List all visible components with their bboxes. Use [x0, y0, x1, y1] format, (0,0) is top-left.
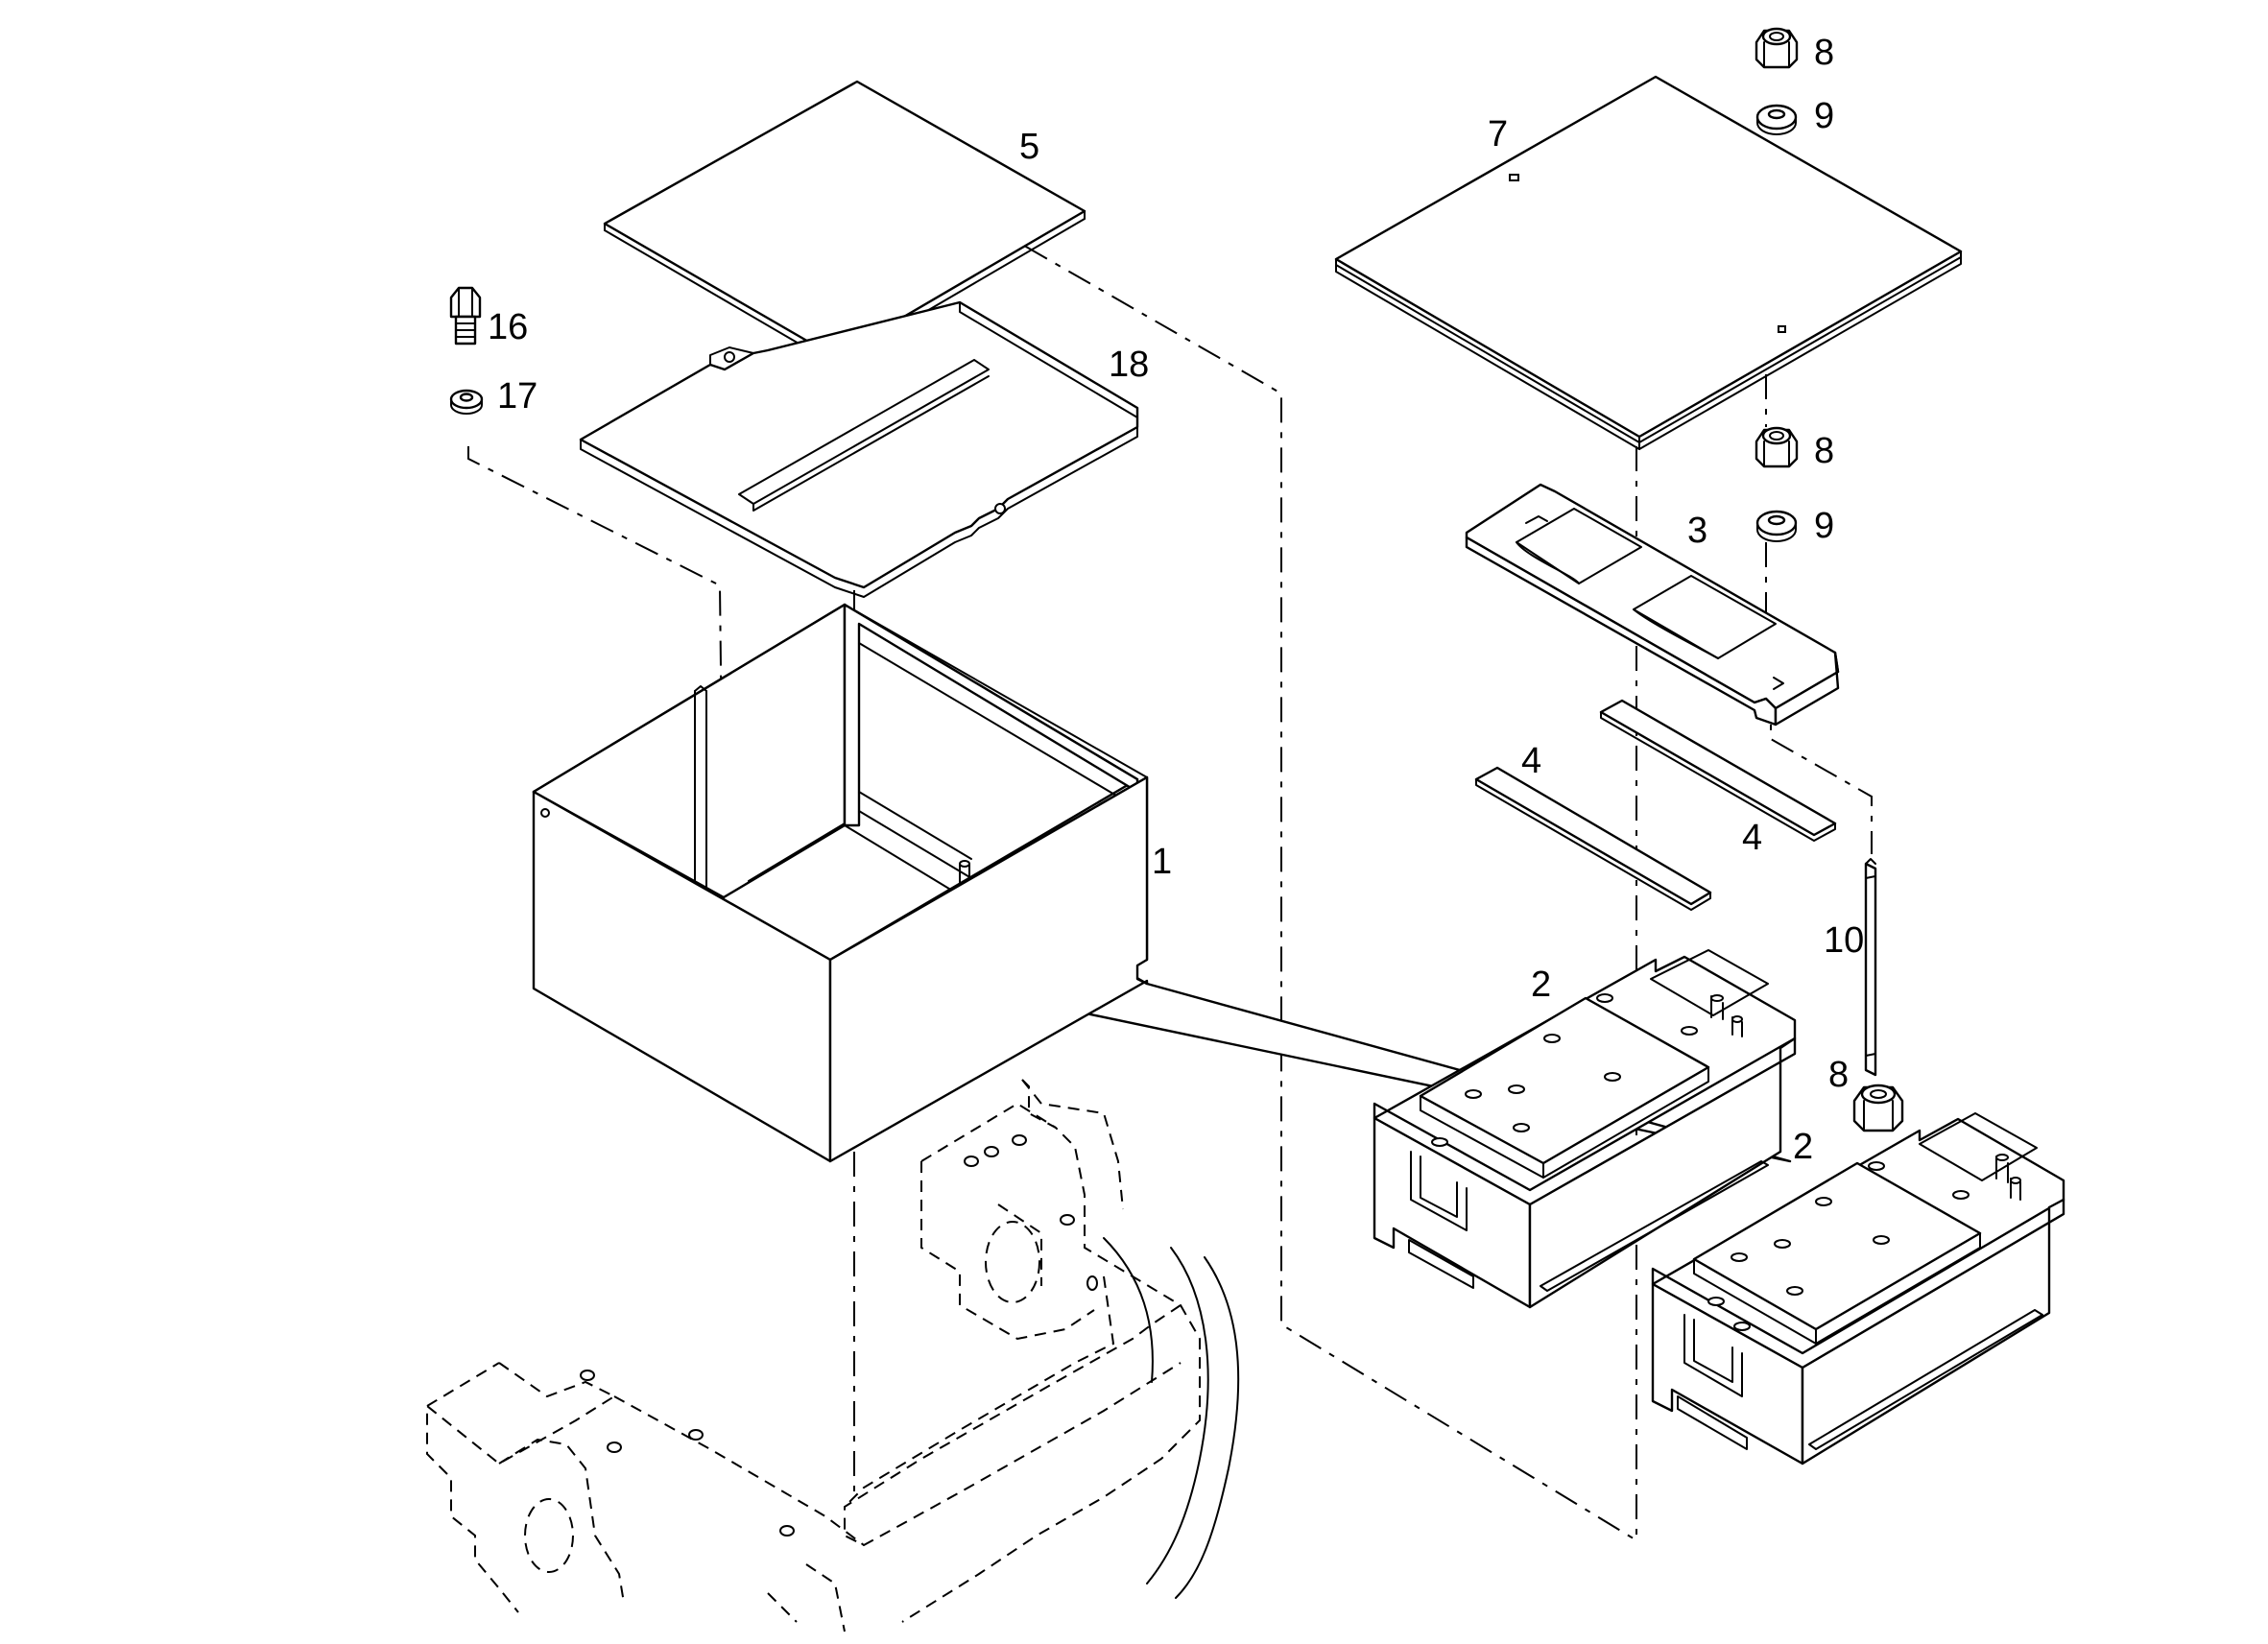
- hold-down-bracket-3: [1465, 483, 1840, 727]
- pad-strip-4-lower: [1474, 766, 1712, 911]
- callout-3: 3: [1687, 511, 1707, 551]
- callout-18: 18: [1109, 345, 1149, 385]
- nut-8-bottom: [1852, 1084, 1904, 1132]
- washer-17: [449, 389, 484, 415]
- callout-10: 10: [1824, 920, 1864, 961]
- battery-box-1: [532, 603, 1792, 1163]
- callout-17: 17: [497, 376, 537, 417]
- pad-strip-4-upper: [1599, 699, 1837, 842]
- callout-8-mid: 8: [1814, 431, 1834, 471]
- washer-9-top: [1755, 104, 1798, 135]
- callout-1: 1: [1152, 842, 1172, 882]
- chassis-frame: [426, 1079, 1240, 1632]
- callout-2-lower: 2: [1793, 1127, 1813, 1167]
- nut-8-mid: [1755, 426, 1799, 468]
- washer-9-mid: [1755, 510, 1798, 542]
- top-plate-5: [603, 80, 1086, 366]
- callout-9-mid: 9: [1814, 506, 1834, 546]
- callout-4-right: 4: [1742, 818, 1762, 858]
- callout-5: 5: [1019, 127, 1039, 167]
- battery-2-lower: [1651, 1112, 2065, 1465]
- callout-9-top: 9: [1814, 96, 1834, 136]
- battery-lid-7: [1334, 75, 1963, 450]
- callout-8-top: 8: [1814, 33, 1834, 73]
- callout-16: 16: [488, 307, 528, 347]
- cover-plate-18: [579, 300, 1139, 598]
- callout-4-left: 4: [1521, 741, 1541, 781]
- callout-7: 7: [1488, 114, 1508, 155]
- battery-2-upper: [1373, 949, 1797, 1309]
- callout-2-upper: 2: [1531, 965, 1551, 1005]
- callout-labels: 5 18 16 17 1 7 8 9 8 9 3 4 4 10 2 8 2: [488, 33, 1864, 1167]
- threaded-rod-10: [1864, 858, 1877, 1077]
- bolt-16: [449, 286, 482, 345]
- callout-8-bottom: 8: [1828, 1055, 1849, 1095]
- nut-8-top: [1755, 27, 1799, 69]
